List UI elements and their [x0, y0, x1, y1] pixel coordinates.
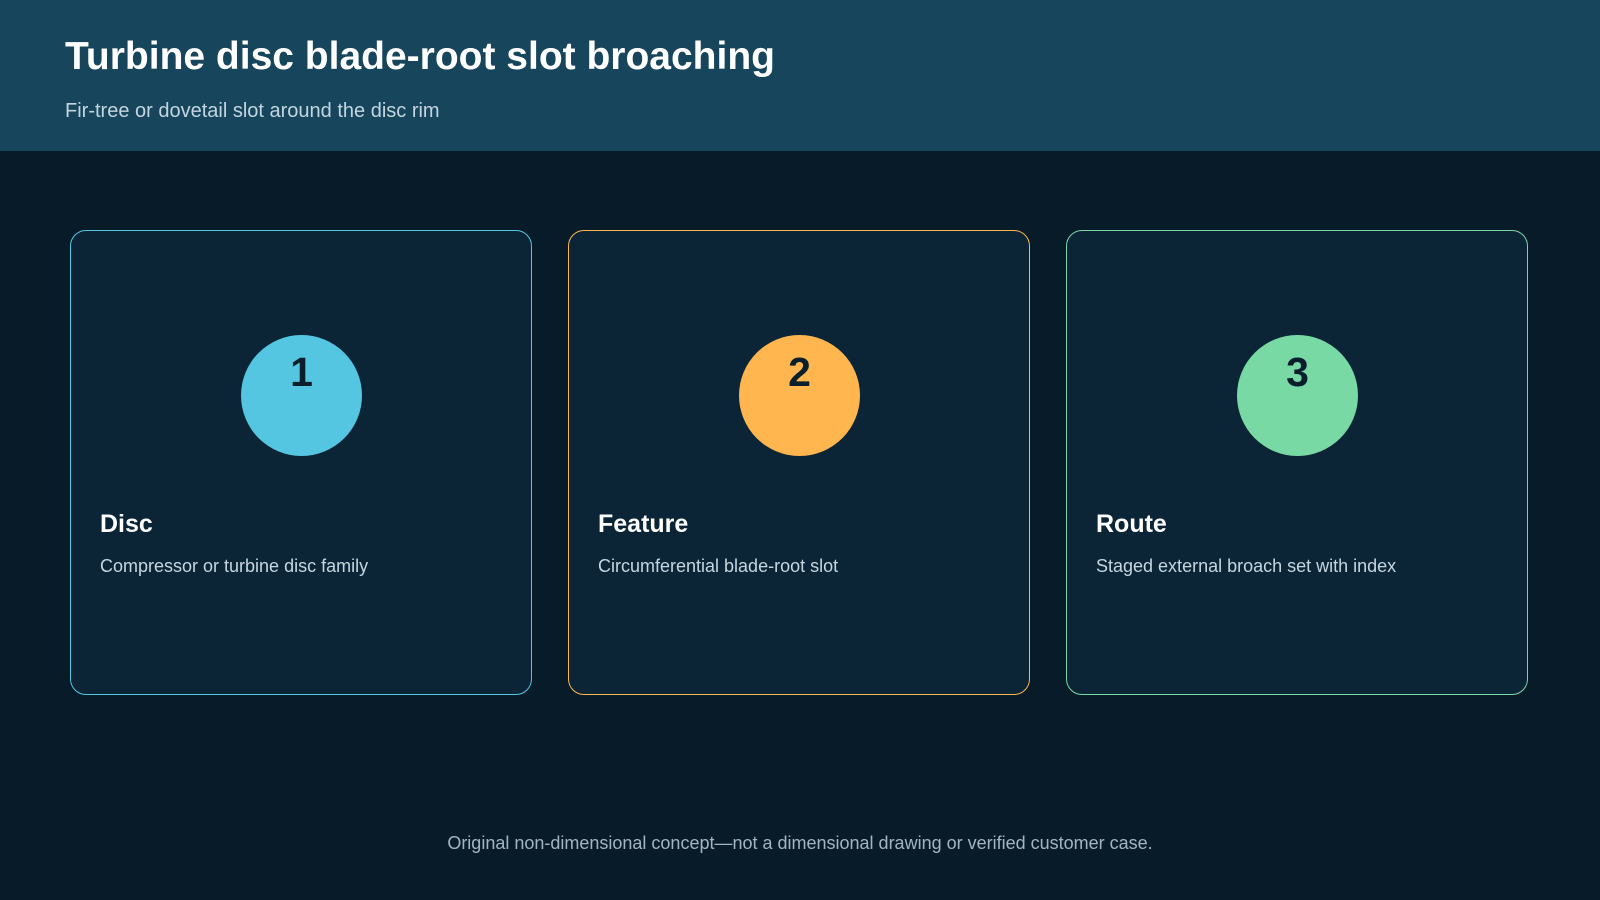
- step-number: 3: [1286, 349, 1309, 395]
- step-number-badge: 1: [241, 335, 362, 456]
- page-title: Turbine disc blade-root slot broaching: [65, 35, 775, 78]
- step-number-badge: 2: [739, 335, 860, 456]
- step-title: Route: [1096, 510, 1167, 538]
- step-number-badge: 3: [1237, 335, 1358, 456]
- page-subtitle: Fir-tree or dovetail slot around the dis…: [65, 100, 440, 122]
- step-description: Compressor or turbine disc family: [100, 556, 369, 576]
- step-description: Staged external broach set with index: [1096, 556, 1397, 576]
- step-title: Feature: [598, 510, 689, 538]
- step-card-route: 3 Route Staged external broach set with …: [1066, 230, 1528, 695]
- footnote-disclaimer: Original non-dimensional concept—not a d…: [447, 833, 1153, 853]
- step-number: 1: [290, 349, 313, 395]
- step-description: Circumferential blade-root slot: [598, 556, 839, 576]
- step-card-feature: 2 Feature Circumferential blade-root slo…: [568, 230, 1030, 695]
- step-number: 2: [788, 349, 811, 395]
- step-title: Disc: [100, 510, 153, 538]
- step-card-disc: 1 Disc Compressor or turbine disc family: [70, 230, 532, 695]
- header-band: Turbine disc blade-root slot broaching F…: [0, 0, 1600, 151]
